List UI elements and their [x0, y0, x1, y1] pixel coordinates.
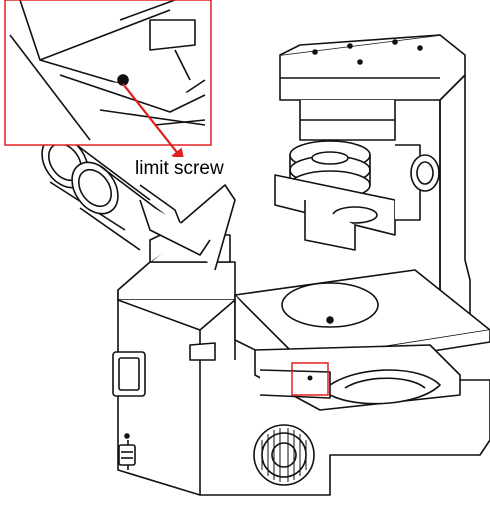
condenser — [274, 140, 421, 251]
inset-detail-drawing — [5, 0, 211, 145]
eyepiece-tube — [41, 135, 236, 271]
limit-screw-hole — [117, 74, 129, 86]
lamp-housing — [279, 34, 466, 141]
limit-screw-label: limit screw — [133, 157, 226, 181]
focus-knob — [253, 424, 315, 486]
power-switch — [118, 444, 136, 466]
callout-arrow — [122, 83, 185, 163]
inset-frame — [4, 0, 212, 146]
microscope-stage — [234, 269, 490, 373]
mechanical-stage — [189, 342, 461, 411]
screw-location-highlight — [291, 362, 329, 396]
